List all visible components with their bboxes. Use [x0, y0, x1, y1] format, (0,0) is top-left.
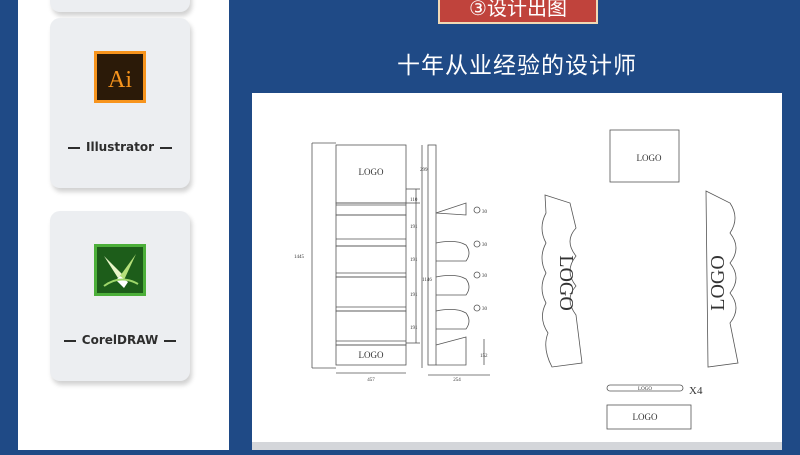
dim-top-panel: 299	[420, 168, 428, 173]
section-subtitle: 十年从业经验的设计师	[397, 53, 637, 79]
app-label-coreldraw: CorelDRAW	[50, 333, 190, 347]
logo-label-top-box: LOGO	[637, 153, 662, 163]
illustrator-icon-text: Ai	[108, 67, 132, 93]
app-label-illustrator: Illustrator	[50, 140, 190, 154]
dash-right	[160, 146, 173, 149]
app-card-illustrator[interactable]: Ai Illustrator	[50, 18, 190, 188]
dim-shelf-4: 191	[410, 293, 418, 298]
section-title: ③设计出图	[438, 0, 598, 24]
app-name: CorelDRAW	[81, 333, 159, 347]
dim-edge-4: 30	[482, 307, 488, 312]
logo-label-front-top: LOGO	[359, 167, 384, 177]
dim-shelf-5: 191	[410, 326, 418, 331]
technical-drawing-svg: LOGO LOGO LOGO LOGO LOGO LOGO LOGO X4 14…	[294, 129, 739, 430]
dash-left	[63, 339, 76, 342]
dash-left	[67, 146, 80, 149]
quantity-label: X4	[689, 385, 703, 397]
app-name: Illustrator	[85, 140, 155, 154]
logo-label-left-panel: LOGO	[555, 255, 577, 311]
illustrator-icon: Ai	[94, 51, 146, 103]
logo-label-right-panel: LOGO	[707, 255, 729, 311]
dim-edge-3: 30	[482, 274, 488, 279]
dim-side-width: 254	[453, 378, 461, 383]
dim-base-height: 152	[480, 354, 488, 359]
app-card-coreldraw[interactable]: CorelDRAW	[50, 211, 190, 381]
dim-shelf-3: 191	[410, 258, 418, 263]
dim-shelf-2: 191	[410, 225, 418, 230]
dim-shelf-1: 110	[410, 198, 418, 203]
coreldraw-icon	[94, 244, 146, 296]
dash-right	[164, 339, 177, 342]
app-card-stub	[50, 0, 190, 12]
logo-label-base-part: LOGO	[633, 412, 658, 422]
logo-label-strip: LOGO	[638, 387, 652, 392]
dim-total-height: 1445	[294, 255, 305, 260]
logo-label-front-base: LOGO	[359, 350, 384, 360]
dim-front-width: 457	[367, 378, 375, 383]
left-panel: Ai Illustrator CorelDRAW	[18, 0, 229, 450]
design-drawing: LOGO LOGO LOGO LOGO LOGO LOGO LOGO X4 14…	[252, 93, 782, 450]
dim-edge-1: 30	[482, 210, 488, 215]
drawing-bottom-strip	[252, 442, 782, 450]
dim-edge-2: 30	[482, 243, 488, 248]
dim-side-height: 1146	[422, 278, 432, 283]
